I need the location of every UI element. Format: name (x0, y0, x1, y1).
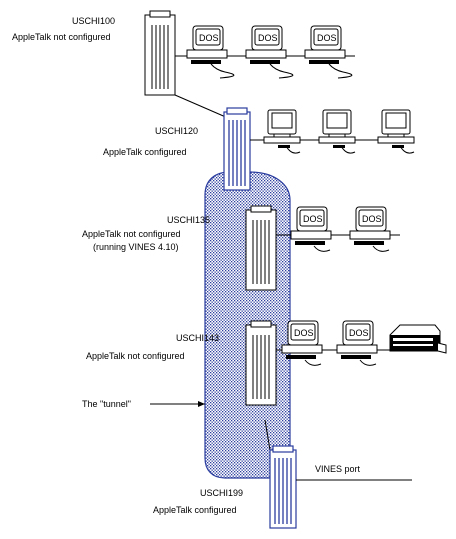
server-note-uschi135: (running VINES 4.10) (93, 242, 179, 252)
pc-screen-text: DOS (362, 214, 382, 224)
pc-screen-text: DOS (349, 328, 369, 338)
server-name-uschi120: USCHI120 (155, 126, 199, 136)
server-uschi143-icon (245, 320, 277, 406)
pc-screen-text: DOS (317, 33, 337, 43)
pc-screen-text: DOS (303, 214, 323, 224)
pc-screen-text: DOS (258, 33, 278, 43)
dos-pc-icon: DOS (304, 25, 346, 65)
server-status-uschi199: AppleTalk configured (153, 505, 237, 515)
server-name-uschi135: USCHI135 (167, 215, 211, 225)
server-name-uschi100: USCHI100 (72, 16, 116, 26)
dos-pc-icon: DOS (245, 25, 287, 65)
dos-pc-icon: DOS (186, 25, 228, 65)
dos-pc-icon: DOS (336, 320, 378, 360)
server-status-uschi100: AppleTalk not configured (12, 32, 111, 42)
macintosh-icon (318, 109, 356, 149)
dos-pc-icon: DOS (290, 206, 332, 246)
server-name-uschi199: USCHI199 (200, 488, 244, 498)
server-status-uschi120: AppleTalk configured (103, 147, 187, 157)
server-name-uschi143: USCHI143 (176, 333, 220, 343)
server-uschi135-icon (245, 205, 277, 291)
pc-screen-text: DOS (199, 33, 219, 43)
pc-screen-text: DOS (294, 328, 314, 338)
server-uschi199-icon (269, 445, 297, 529)
macintosh-icon (377, 109, 415, 149)
dos-pc-icon: DOS (349, 206, 391, 246)
link-tunnel-199 (264, 419, 271, 451)
server-status-uschi143: AppleTalk not configured (86, 351, 185, 361)
link-100-120 (174, 94, 229, 119)
vines-port-label: VINES port (315, 464, 361, 474)
server-uschi120-icon (223, 107, 251, 191)
tunnel-label: The "tunnel" (82, 399, 131, 409)
laser-printer-icon (389, 324, 447, 354)
server-status-uschi135: AppleTalk not configured (82, 229, 181, 239)
dos-pc-icon: DOS (281, 320, 323, 360)
server-uschi100-icon (144, 10, 176, 96)
macintosh-icon (263, 109, 301, 149)
